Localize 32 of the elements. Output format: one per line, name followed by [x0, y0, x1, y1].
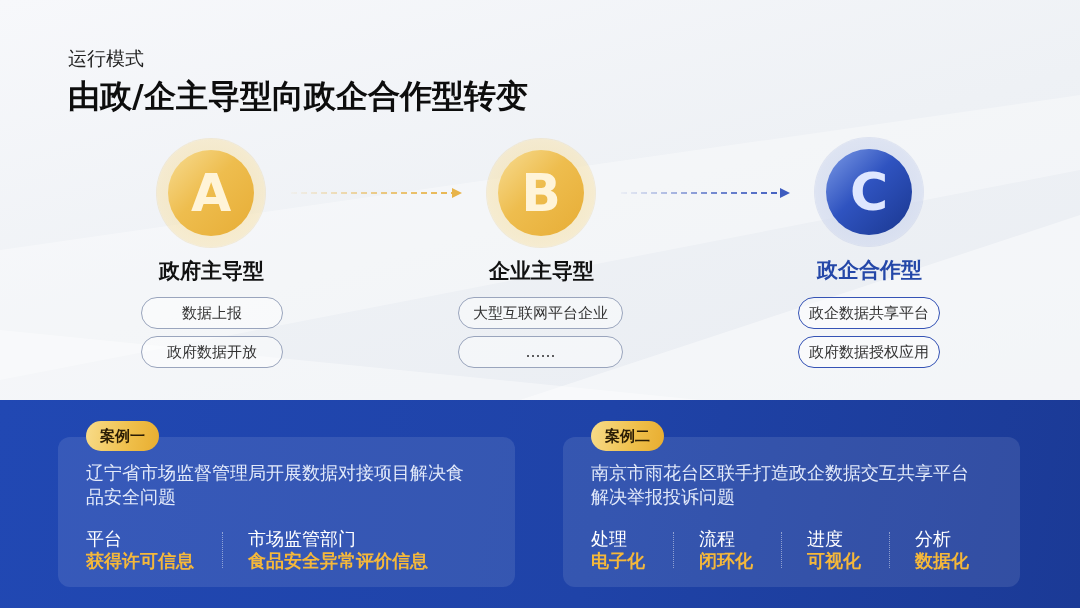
dashed-arrow: [620, 188, 790, 198]
column-value: 获得许可信息: [86, 550, 194, 572]
stage-title: 政企合作型: [816, 257, 922, 283]
column-value: 电子化: [591, 550, 645, 572]
column-title: 市场监管部门: [248, 528, 357, 550]
column-title: 进度: [807, 528, 844, 550]
column-title: 流程: [699, 528, 736, 550]
feature-tag: 政府数据开放: [141, 336, 283, 368]
stage-title: 政府主导型: [158, 258, 264, 284]
column-value: 食品安全异常评价信息: [248, 550, 428, 572]
subtitle: 运行模式: [68, 46, 144, 70]
stage-letter: B: [521, 165, 561, 221]
feature-tag: 政府数据授权应用: [798, 336, 940, 368]
case-description: 南京市雨花台区联手打造政企数据交互共享平台解决举报投诉问题: [591, 461, 970, 509]
feature-tag: 数据上报: [141, 297, 283, 329]
column-value: 可视化: [807, 550, 861, 572]
stage-letter: C: [849, 164, 889, 220]
case-badge: 案例二: [591, 421, 664, 451]
column-value: 数据化: [915, 550, 969, 572]
case-description: 辽宁省市场监督管理局开展数据对接项目解决食品安全问题: [86, 461, 465, 509]
stage-letter: A: [190, 165, 232, 221]
case-badge: 案例一: [86, 421, 159, 451]
stage-title: 企业主导型: [488, 258, 594, 284]
feature-tag: 大型互联网平台企业: [458, 297, 623, 329]
feature-tag: 政企数据共享平台: [798, 297, 940, 329]
column-title: 平台: [86, 528, 123, 550]
column-title: 处理: [591, 528, 628, 550]
column-title: 分析: [915, 528, 952, 550]
dashed-arrow: [290, 188, 462, 198]
main-title: 由政/企主导型向政企合作型转变: [68, 76, 528, 116]
feature-tag: ……: [458, 336, 623, 368]
column-value: 闭环化: [699, 550, 753, 572]
